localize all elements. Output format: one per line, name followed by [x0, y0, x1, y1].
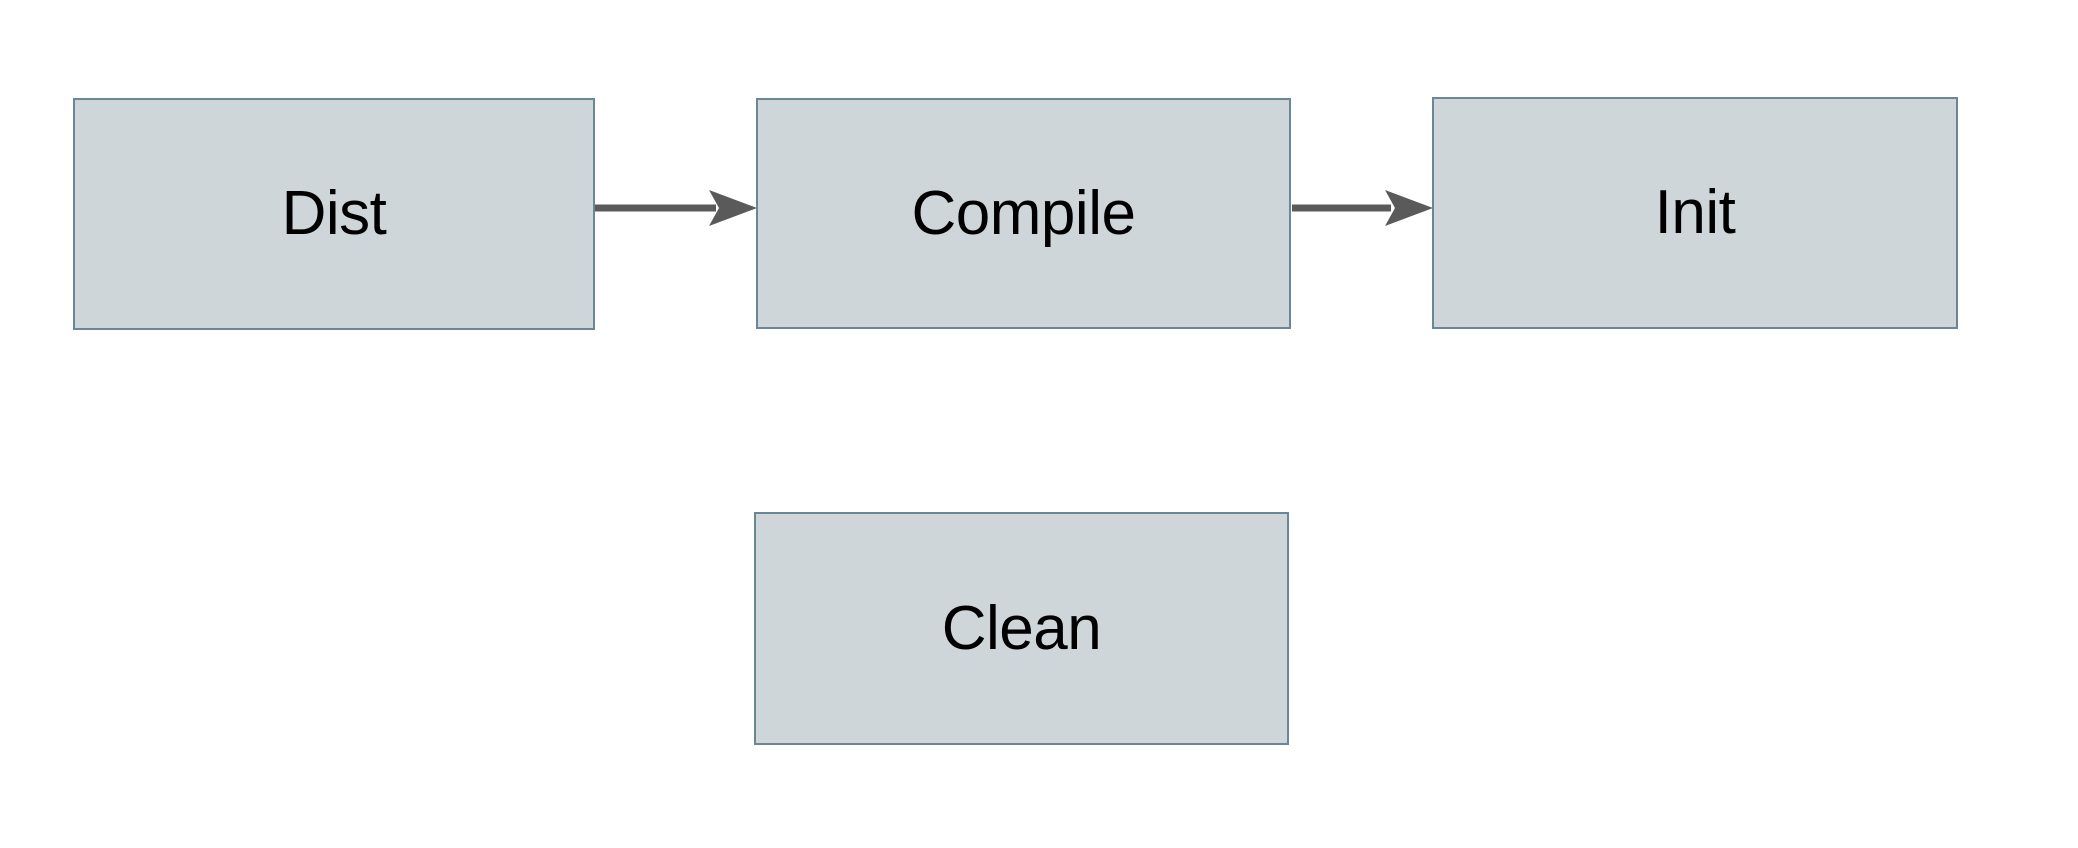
node-init[interactable]: Init	[1432, 97, 1958, 329]
node-dist[interactable]: Dist	[73, 98, 595, 330]
node-clean[interactable]: Clean	[754, 512, 1289, 745]
node-clean-label: Clean	[941, 593, 1102, 663]
node-compile[interactable]: Compile	[756, 98, 1291, 329]
node-compile-label: Compile	[911, 178, 1136, 248]
edge-compile-to-init-arrowhead	[1385, 190, 1433, 226]
node-init-label: Init	[1654, 178, 1736, 247]
edge-compile-to-init	[1292, 190, 1433, 226]
edge-dist-to-compile	[595, 190, 757, 226]
node-dist-label: Dist	[281, 179, 387, 248]
edge-dist-to-compile-arrowhead	[709, 190, 757, 226]
